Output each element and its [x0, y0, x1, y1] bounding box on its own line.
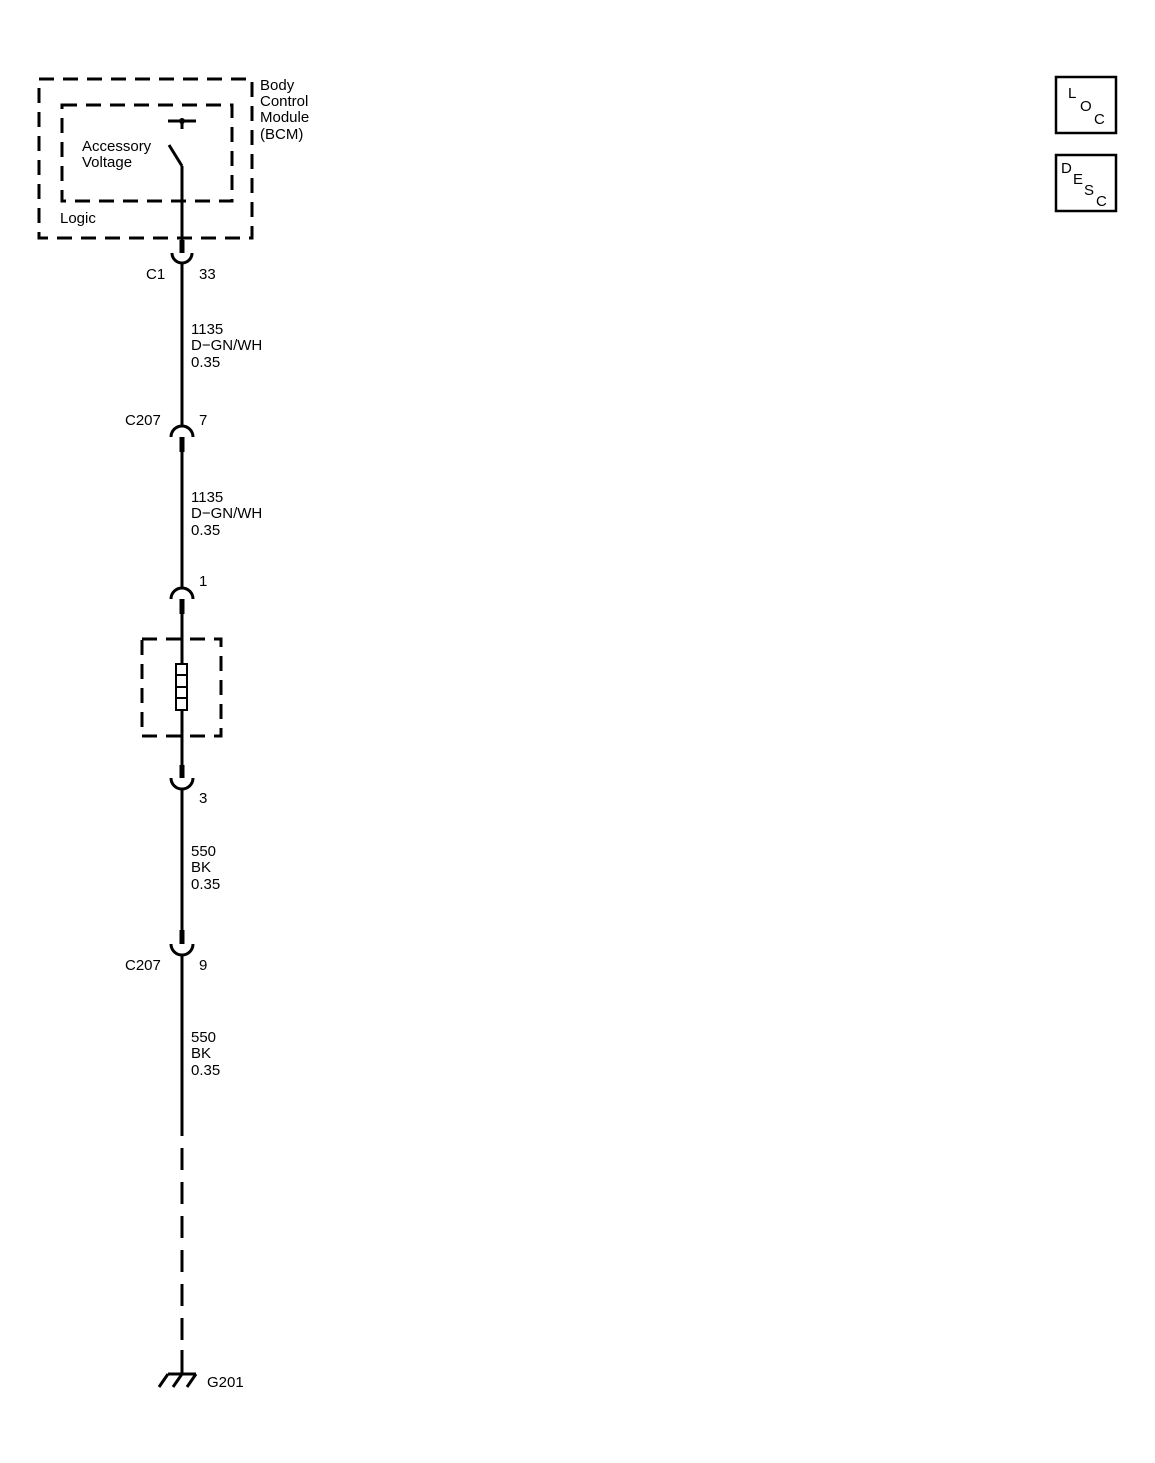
loc-letter-c: C: [1094, 111, 1105, 128]
bcm-label-line-3: Module: [260, 109, 309, 126]
component-pin-top: 1: [199, 573, 207, 590]
wire-3-gauge: 0.35: [191, 876, 220, 893]
desc-button-frame[interactable]: [1054, 153, 1118, 213]
wire-2-gauge: 0.35: [191, 522, 220, 539]
wire-4-gauge: 0.35: [191, 1062, 220, 1079]
wire-2-color: D−GN/WH: [191, 505, 262, 522]
connector-c207-bottom-name: C207: [125, 957, 161, 974]
bcm-label-line-2: Control: [260, 93, 308, 110]
loc-button[interactable]: L O C: [1054, 75, 1118, 135]
accessory-label-line-2: Voltage: [82, 154, 132, 171]
ground-icon: [157, 1372, 198, 1388]
component-outline: [140, 637, 223, 738]
accessory-label-line-1: Accessory: [82, 138, 152, 155]
desc-letter-s: S: [1084, 182, 1094, 199]
switch-icon: [167, 118, 196, 167]
component-pin-bottom: 3: [199, 790, 207, 807]
ground-label: G201: [207, 1374, 244, 1391]
wire-1-circuit: 1135: [191, 321, 223, 338]
loc-button-frame[interactable]: [1054, 75, 1118, 135]
logic-label: Logic: [60, 210, 96, 227]
desc-letter-c: C: [1096, 193, 1107, 210]
wire-3-circuit: 550: [191, 843, 216, 860]
component-pin-3-connector-icon: [169, 765, 195, 791]
desc-letter-d: D: [1061, 160, 1072, 177]
connector-c207-top-pin: 7: [199, 412, 207, 429]
accessory-voltage-outline: [60, 103, 234, 203]
wire-4-color: BK: [191, 1045, 211, 1062]
bcm-outline: [37, 77, 254, 240]
wire-3-color: BK: [191, 859, 211, 876]
connector-c207-top-icon: [169, 424, 195, 452]
connector-c207-bottom-icon: [169, 930, 195, 957]
desc-letter-e: E: [1073, 171, 1083, 188]
resistor-icon: [175, 663, 188, 711]
loc-letter-l: L: [1068, 85, 1076, 102]
wire-4-circuit: 550: [191, 1029, 216, 1046]
connector-c1-name: C1: [146, 266, 165, 283]
connector-c1-icon: [170, 240, 194, 265]
wire-2-circuit: 1135: [191, 489, 223, 506]
bcm-label-line-1: Body: [260, 77, 295, 94]
connector-c207-bottom-pin: 9: [199, 957, 207, 974]
component-pin-1-connector-icon: [169, 586, 195, 614]
wire-1-gauge: 0.35: [191, 354, 220, 371]
wire-1-color: D−GN/WH: [191, 337, 262, 354]
connector-c1-pin: 33: [199, 266, 216, 283]
connector-c207-top-name: C207: [125, 412, 161, 429]
desc-button[interactable]: D E S C: [1054, 153, 1118, 213]
bcm-label-line-4: (BCM): [260, 126, 303, 143]
loc-letter-o: O: [1080, 98, 1092, 115]
